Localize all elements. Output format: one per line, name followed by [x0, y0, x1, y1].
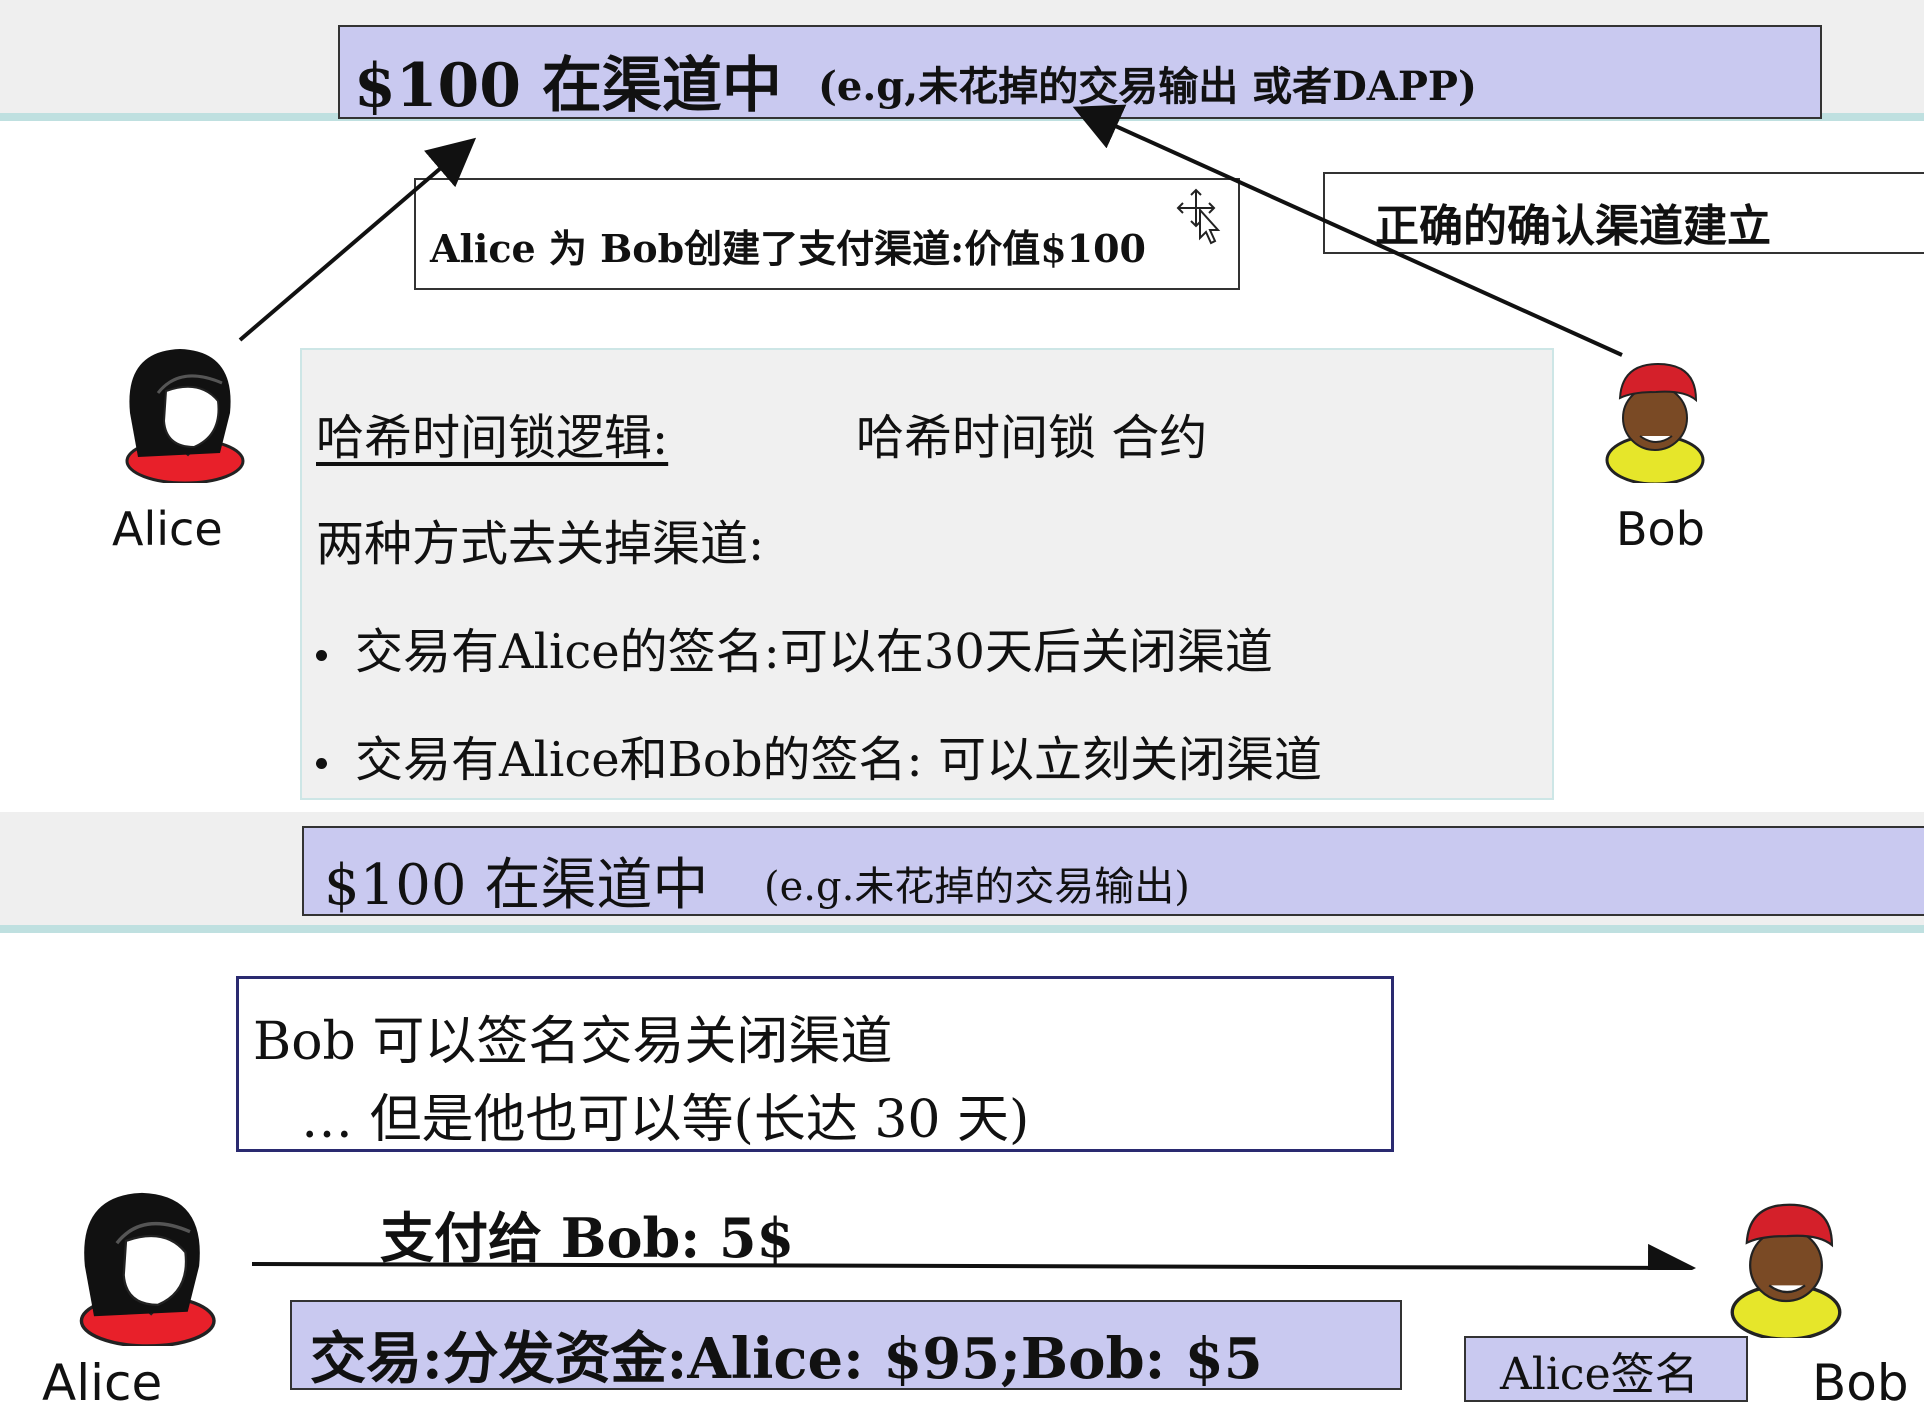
confirm-channel-box: 正确的确认渠道建立	[1323, 172, 1924, 254]
bob-close-line2: … 但是他也可以等(长达 30 天)	[301, 1090, 1030, 1150]
bullet-dot-icon	[316, 650, 327, 661]
payment-arrow	[251, 1243, 1696, 1270]
bottom-channel-box: $100 在渠道中 (e.g.未花掉的交易输出)	[302, 826, 1924, 918]
bullet-item: 交易有Alice和Bob的签名: 可以立刻关闭渠道	[316, 720, 1322, 790]
bob-to-channel-arrow	[1072, 104, 1623, 357]
close-methods-intro: 两种方式去关掉渠道:	[316, 516, 765, 572]
bob-close-line1: Bob 可以签名交易关闭渠道	[253, 1012, 893, 1072]
top-channel-note: (e.g,未花掉的交易输出 或者DAPP)	[818, 63, 1477, 110]
bob-avatar-icon	[1605, 362, 1705, 483]
transaction-text: 交易:分发资金:Alice: $95;Bob: $5	[310, 1326, 1263, 1392]
bullet-text: 交易有Alice的签名:可以在30天后关闭渠道	[355, 624, 1273, 680]
bob-label-bottom: Bob	[1812, 1354, 1909, 1412]
bob-close-box: Bob 可以签名交易关闭渠道 … 但是他也可以等(长达 30 天)	[236, 976, 1394, 1152]
alice-avatar-icon	[79, 1192, 216, 1346]
move-cursor-icon	[1176, 188, 1221, 245]
confirm-channel-text: 正确的确认渠道建立	[1375, 201, 1771, 252]
alice-avatar-icon	[125, 349, 245, 483]
htlc-contract-label: 哈希时间锁 合约	[856, 410, 1208, 466]
alice-label-bottom: Alice	[42, 1354, 163, 1412]
bob-avatar-icon	[1730, 1203, 1842, 1338]
transaction-box: 交易:分发资金:Alice: $95;Bob: $5	[290, 1300, 1402, 1392]
pay-bob-label: 支付给 Bob: 5$	[380, 1206, 795, 1270]
top-channel-title: $100 在渠道中	[354, 51, 782, 121]
bob-label-top: Bob	[1616, 502, 1705, 556]
bottom-band-divider	[0, 925, 1924, 933]
alice-to-channel-arrow	[238, 137, 477, 342]
bottom-channel-title: $100 在渠道中	[324, 853, 709, 918]
bullet-item: 交易有Alice的签名:可以在30天后关闭渠道	[316, 612, 1273, 682]
top-channel-box: $100 在渠道中 (e.g,未花掉的交易输出 或者DAPP)	[338, 25, 1822, 121]
alice-label-top: Alice	[112, 502, 223, 556]
create-channel-text: Alice 为 Bob创建了支付渠道:价值$100	[430, 226, 1146, 271]
bullet-text: 交易有Alice和Bob的签名: 可以立刻关闭渠道	[355, 732, 1322, 788]
create-channel-box: Alice 为 Bob创建了支付渠道:价值$100	[414, 178, 1240, 290]
top-arrows	[238, 104, 1623, 357]
htlc-logic-box: 哈希时间锁逻辑: 哈希时间锁 合约 两种方式去关掉渠道: 交易有Alice的签名…	[300, 348, 1554, 800]
signature-box: Alice签名	[1464, 1336, 1748, 1402]
bullet-dot-icon	[316, 758, 327, 769]
bottom-channel-note: (e.g.未花掉的交易输出)	[764, 864, 1190, 910]
htlc-heading: 哈希时间锁逻辑:	[316, 410, 669, 466]
signature-text: Alice签名	[1500, 1349, 1699, 1400]
